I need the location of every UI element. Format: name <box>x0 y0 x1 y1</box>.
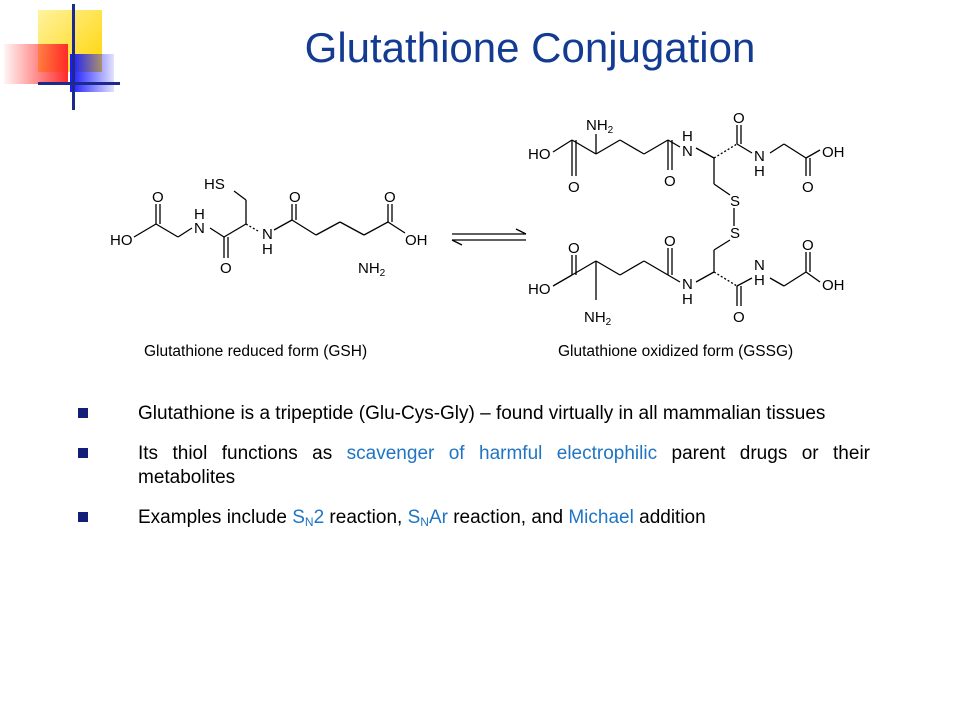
page-title: Glutathione Conjugation <box>304 24 756 71</box>
bullet-square-icon <box>78 448 88 458</box>
sn2-term: SN2 <box>292 507 325 529</box>
gssg-bottom-o-label: O <box>664 233 676 250</box>
snar-term: SNAr <box>407 507 448 529</box>
gssg-bottom-n-label: N <box>754 257 765 274</box>
decor-horizontal-line <box>38 82 120 85</box>
bullet-text: Examples include SN2 reaction, SNAr reac… <box>138 507 706 529</box>
gsh-o-label: O <box>289 189 301 206</box>
decor-blue-square <box>70 54 114 92</box>
gssg-top-nh2-label: NH2 <box>586 117 614 136</box>
glutathione-structures-diagram: HS HO O H N O N H O O OH NH2 Glutathione… <box>110 110 845 360</box>
gssg-bottom-o-label: O <box>568 240 580 257</box>
bullet-item: Glutathione is a tripeptide (Glu-Cys-Gly… <box>76 402 870 426</box>
gssg-top-h-label: H <box>682 128 693 145</box>
gsh-h-label: H <box>262 241 273 258</box>
gssg-bottom-ho-label: HO <box>528 281 551 298</box>
gsh-o-label: O <box>220 260 232 277</box>
gssg-bottom-h-label: H <box>754 272 765 289</box>
decor-red-square <box>4 44 68 84</box>
bullet-square-icon <box>78 512 88 522</box>
gssg-top-n-label: N <box>682 143 693 160</box>
gsh-hs-label: HS <box>204 176 225 193</box>
bullet-item: Its thiol functions as scavenger of harm… <box>76 442 870 490</box>
gssg-top-o-label: O <box>733 110 745 127</box>
michael-term: Michael <box>568 507 634 528</box>
gssg-bottom-h-label: H <box>682 291 693 308</box>
gssg-bottom-o-label: O <box>802 237 814 254</box>
gsh-oh-label: OH <box>405 232 428 249</box>
gsh-o-label: O <box>152 189 164 206</box>
gsh-nh2-label: NH2 <box>358 260 386 279</box>
gsh-n-label: N <box>262 226 273 243</box>
gssg-top-h-label: H <box>754 163 765 180</box>
highlight-text: scavenger of harmful electrophilic <box>346 443 658 464</box>
gssg-bottom-oh-label: OH <box>822 277 845 294</box>
gssg-top-n-label: N <box>754 148 765 165</box>
gssg-bottom-o-label: O <box>733 309 745 326</box>
bullet-item: Examples include SN2 reaction, SNAr reac… <box>76 506 870 530</box>
gssg-sulfur-label: S <box>730 225 740 242</box>
gssg-caption: Glutathione oxidized form (GSSG) <box>558 343 793 360</box>
decor-vertical-line <box>72 4 75 110</box>
gsh-ho-label: HO <box>110 232 133 249</box>
gssg-top-oh-label: OH <box>822 144 845 161</box>
gssg-bottom-nh2-label: NH2 <box>584 309 612 328</box>
gssg-top-o-label: O <box>802 179 814 196</box>
gssg-sulfur-label: S <box>730 193 740 210</box>
gssg-top-o-label: O <box>568 179 580 196</box>
bullet-text: Its thiol functions as scavenger of harm… <box>138 443 870 488</box>
gssg-bottom-n-label: N <box>682 276 693 293</box>
gssg-top-o-label: O <box>664 173 676 190</box>
gsh-o-label: O <box>384 189 396 206</box>
gssg-top-ho-label: HO <box>528 146 551 163</box>
bullet-list: Glutathione is a tripeptide (Glu-Cys-Gly… <box>76 402 870 546</box>
bullet-square-icon <box>78 408 88 418</box>
gsh-caption: Glutathione reduced form (GSH) <box>144 343 367 360</box>
gsh-n-label: N <box>194 220 205 237</box>
bullet-text: Glutathione is a tripeptide (Glu-Cys-Gly… <box>138 403 826 424</box>
gsh-h-label: H <box>194 206 205 223</box>
